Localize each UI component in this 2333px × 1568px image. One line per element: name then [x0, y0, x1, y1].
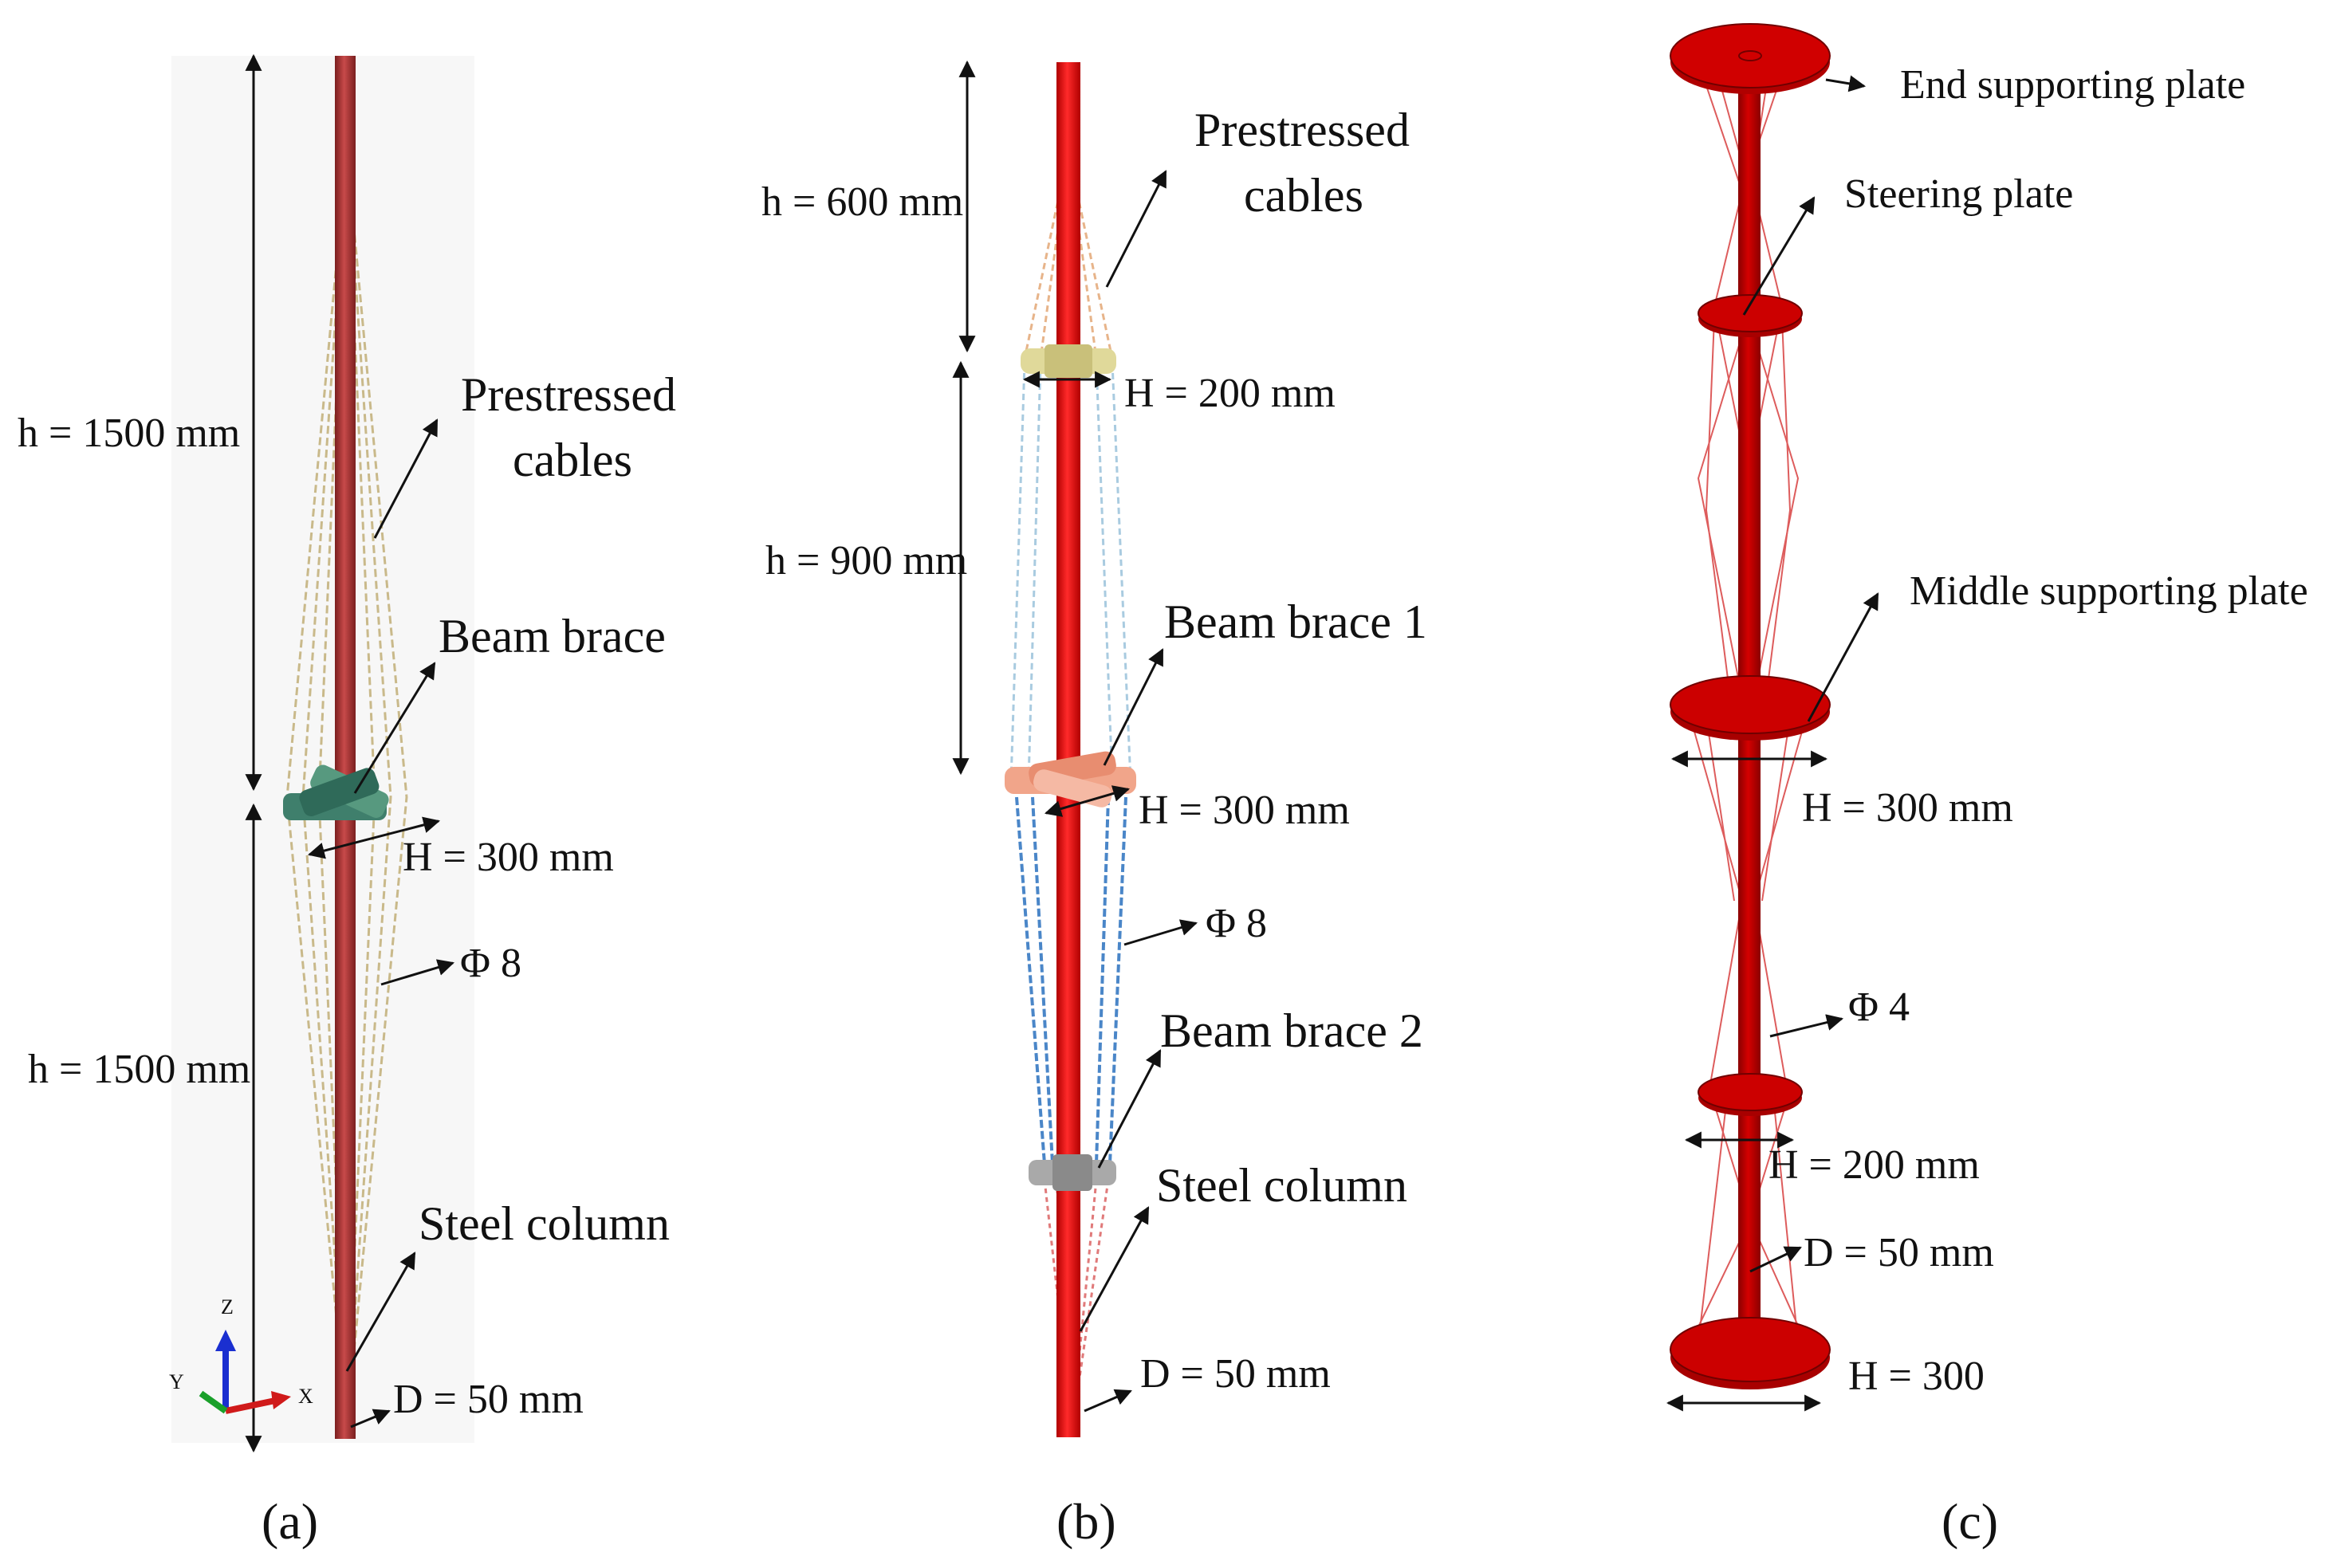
panel-a: h = 1500 mm h = 1500 mm Prestressed cabl…: [18, 53, 676, 1550]
panel-b-beam-brace-2-arrow: [1097, 1049, 1162, 1169]
panel-b-h-top-label: h = 600 mm: [761, 179, 963, 225]
panel-b-beam-brace-2-label: Beam brace 2: [1160, 1004, 1423, 1057]
axis-y-label: Y: [169, 1370, 184, 1393]
panel-c-phi-arrow: [1769, 1014, 1844, 1038]
panel-b-steel-column: [1056, 62, 1080, 1437]
panel-c-middle-plate-label: Middle supporting plate: [1910, 568, 2308, 614]
panel-c-end-plate-top: [1670, 23, 1831, 94]
panel-a-H-label: H = 300 mm: [403, 835, 614, 880]
panel-c-end-plate-label: End supporting plate: [1900, 62, 2245, 108]
panel-a-beam-brace: [283, 764, 389, 820]
panel-c-steering-plate-arrow: [1742, 196, 1816, 316]
panel-c-D-label: D = 50 mm: [1804, 1230, 1994, 1275]
panel-b-h-middle-label: h = 900 mm: [765, 538, 967, 584]
panel-c-H-small-label: H = 200 mm: [1768, 1142, 1980, 1188]
panel-b-D-label: D = 50 mm: [1140, 1351, 1331, 1397]
panel-b-middle-cables: [1009, 362, 1132, 782]
panel-b-beam-brace-2: [1029, 1154, 1116, 1191]
panel-b: h = 600 mm h = 900 mm Prestressed cables…: [761, 60, 1427, 1550]
panel-b-H-mid-label: H = 300 mm: [1139, 788, 1350, 833]
panel-a-prestressed-line2: cables: [513, 434, 632, 486]
panel-a-h-bottom-label: h = 1500 mm: [28, 1047, 250, 1092]
panel-b-steel-column-label: Steel column: [1156, 1159, 1407, 1212]
panel-a-phi-arrow: [380, 959, 455, 986]
panel-b-top-brace: [1021, 344, 1116, 378]
panel-b-lower-cables: [1015, 796, 1127, 1165]
panel-c-steering-plate-bottom: [1698, 1073, 1803, 1116]
panel-a-D-label: D = 50 mm: [393, 1377, 584, 1422]
panel-b-prestressed-line1: Prestressed: [1194, 104, 1410, 156]
panel-c-end-plate-arrow: [1825, 75, 1867, 92]
panel-b-H-top-label: H = 200 mm: [1124, 371, 1336, 416]
axis-x-label: X: [298, 1385, 313, 1408]
panel-a-prestressed-line1: Prestressed: [461, 368, 676, 421]
panel-b-phi-label: Φ 8: [1206, 901, 1267, 946]
panel-b-prestressed-line2: cables: [1244, 169, 1363, 222]
panel-a-background: [171, 56, 474, 1443]
axis-z-label: Z: [221, 1295, 234, 1318]
panel-a-steel-column-label: Steel column: [419, 1197, 670, 1250]
panel-a-beam-brace-label: Beam brace: [439, 610, 666, 662]
panel-b-H-mid-dim: [1044, 785, 1131, 817]
panel-c-middle-plate: [1670, 675, 1831, 741]
panel-c-middle-plate-arrow: [1807, 592, 1879, 722]
panel-b-beam-brace-1-label: Beam brace 1: [1164, 595, 1427, 648]
panel-b-steel-column-arrow: [1079, 1206, 1150, 1332]
panel-a-phi-label: Φ 8: [460, 941, 521, 986]
panel-c-steering-plate-label: Steering plate: [1844, 171, 2073, 217]
panel-b-phi-arrow: [1123, 919, 1198, 946]
panel-c-H-bottom-label: H = 300: [1848, 1354, 1985, 1399]
panel-b-beam-brace-1-arrow: [1103, 648, 1164, 766]
panel-c-caption: (c): [1942, 1493, 1998, 1550]
panel-a-caption: (a): [262, 1493, 318, 1550]
panel-c-steering-plate-top: [1698, 294, 1803, 337]
panel-c: End supporting plate Steering plate Midd…: [1666, 23, 2308, 1550]
panel-a-axis-triad: Z Y X: [169, 1295, 313, 1414]
panel-c-D-arrow: [1749, 1246, 1802, 1273]
panel-a-H-dim: [307, 816, 441, 859]
panel-b-cables-arrow: [1105, 170, 1167, 288]
panel-b-D-arrow: [1084, 1389, 1132, 1413]
panel-c-end-plate-bottom: [1670, 1317, 1831, 1389]
panel-b-caption: (b): [1056, 1493, 1116, 1550]
panel-c-H-mid-label: H = 300 mm: [1802, 785, 2013, 831]
panel-a-beam-brace-arrow: [353, 662, 436, 794]
panel-a-cables-arrow: [373, 419, 439, 539]
panel-a-steel-column: [335, 56, 356, 1439]
panel-c-phi-label: Φ 4: [1848, 984, 1910, 1030]
panel-a-D-arrow: [350, 1409, 391, 1428]
panel-a-h-top-label: h = 1500 mm: [18, 411, 240, 456]
panel-a-steel-column-arrow: [345, 1252, 416, 1372]
